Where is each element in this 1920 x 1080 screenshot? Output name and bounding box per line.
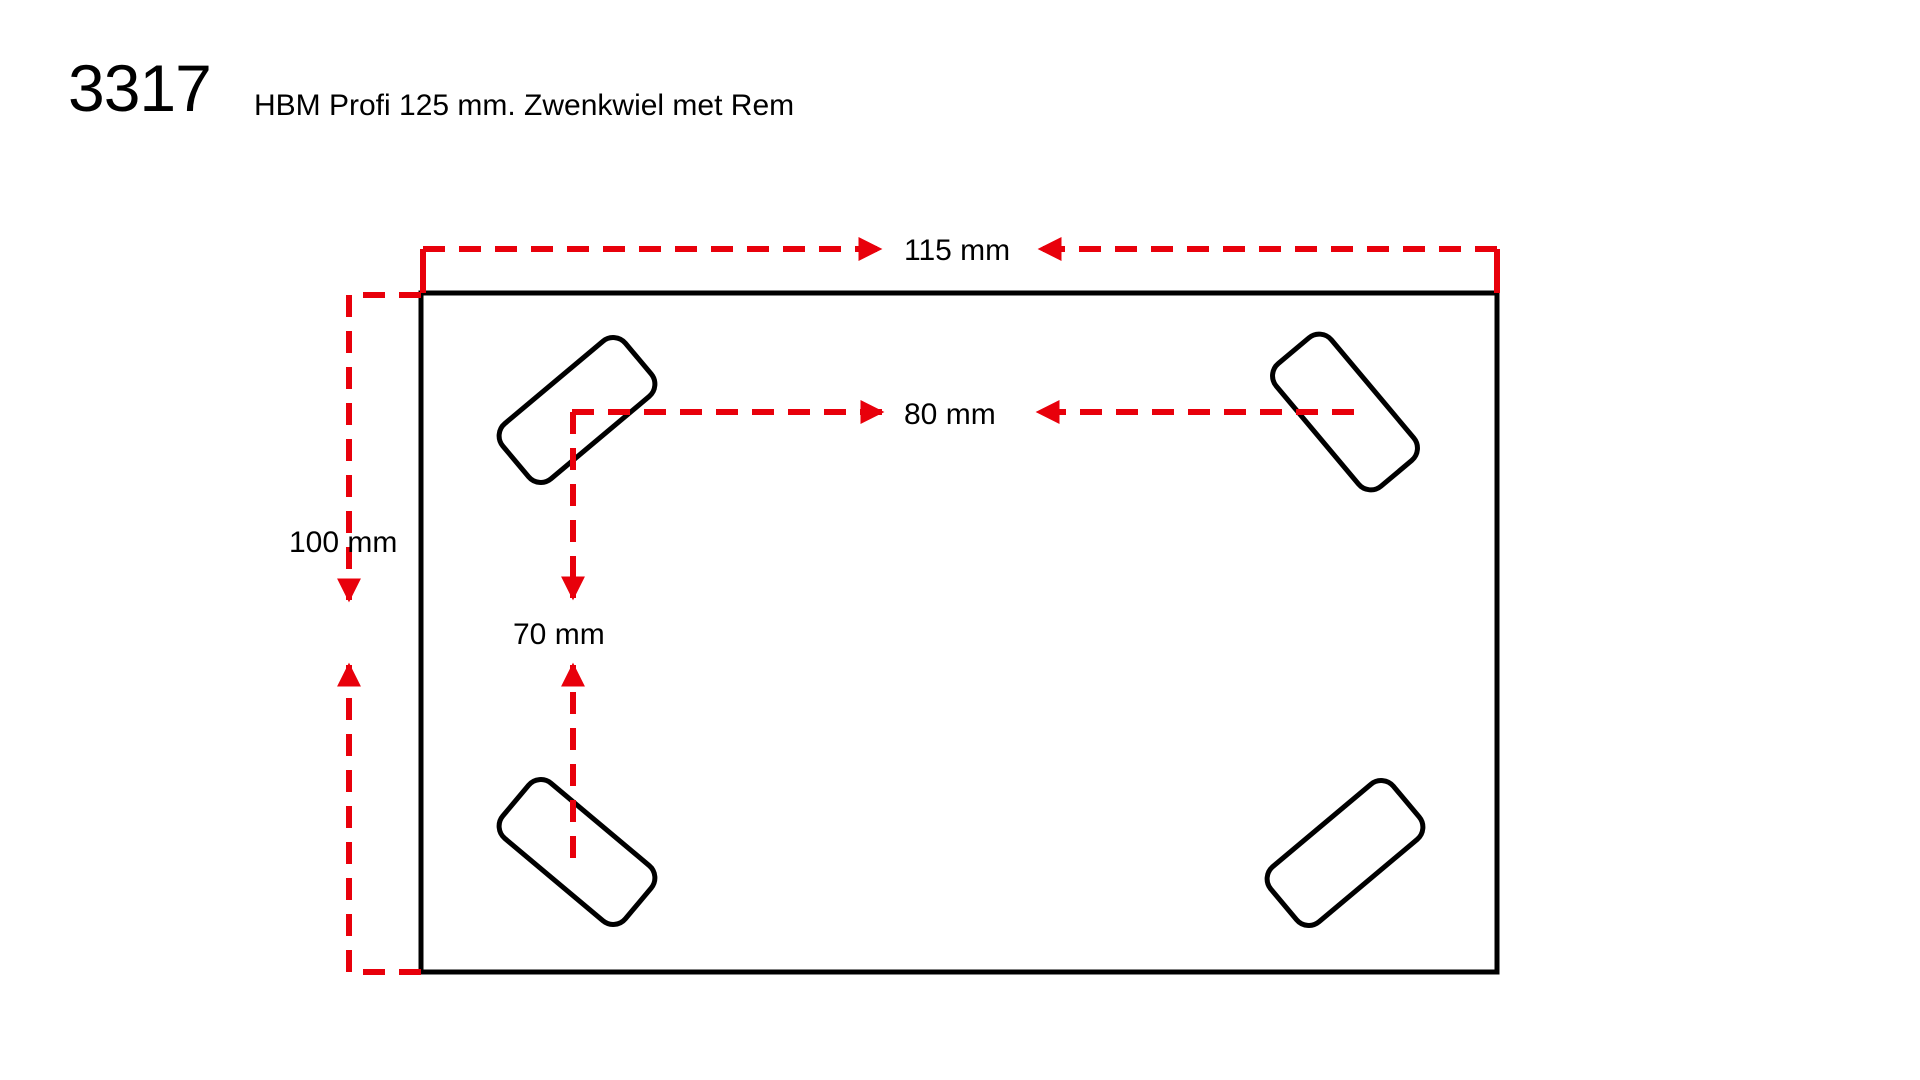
dimension-plate-width	[420, 237, 1500, 293]
slot-top-right	[1270, 331, 1420, 493]
slot-bottom-left	[496, 777, 658, 927]
product-code: 3317	[68, 51, 212, 125]
label-hole-spacing-vertical: 70 mm	[513, 618, 605, 651]
plate-outline	[418, 290, 1500, 975]
dimension-plate-height	[337, 292, 421, 975]
product-name: HBM Profi 125 mm. Zwenkwiel met Rem	[254, 89, 795, 122]
label-plate-height: 100 mm	[289, 526, 397, 559]
slot-bottom-right	[1264, 778, 1426, 928]
label-plate-width: 115 mm	[904, 234, 1010, 267]
slot-top-left	[496, 335, 658, 485]
label-hole-spacing-horizontal: 80 mm	[904, 398, 996, 431]
